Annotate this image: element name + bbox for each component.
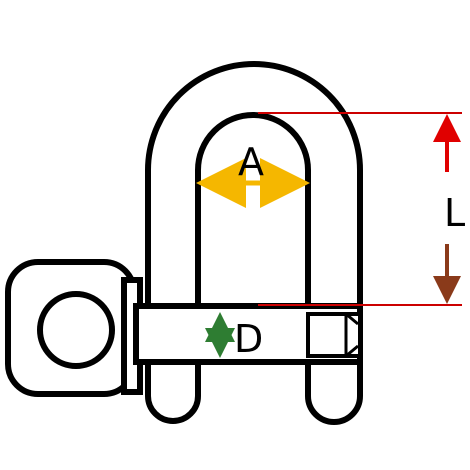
shackle-body — [145, 61, 363, 425]
dimension-a-label: A — [238, 140, 264, 184]
pin-head-icon — [5, 259, 143, 397]
dimension-l-label: L — [444, 191, 465, 235]
dimension-l-arrow-down — [433, 244, 461, 304]
dimension-l-arrow-up — [433, 114, 461, 172]
dimension-d-label: D — [234, 317, 263, 361]
pin-thread-icon — [306, 312, 362, 358]
